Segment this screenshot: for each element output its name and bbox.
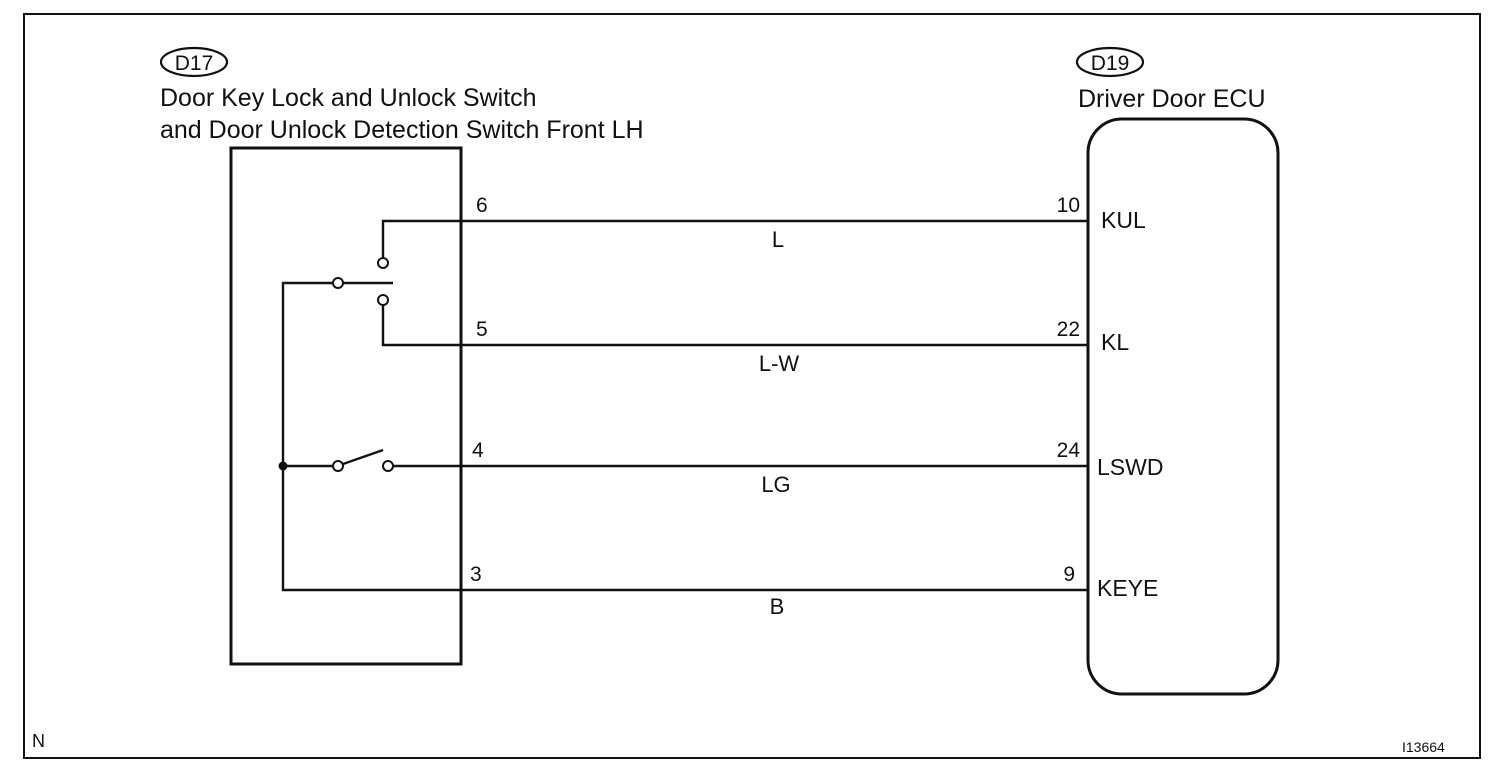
ecu-block: D19 Driver Door ECU (1075, 46, 1280, 696)
ecu-pin-label: 10 (1057, 194, 1080, 217)
figure-id: I13664 (1402, 739, 1445, 755)
lock-switch-common-contact (332, 277, 344, 289)
detection-switch-contact-b (382, 460, 394, 472)
ecu-terminal-label: KEYE (1097, 575, 1158, 601)
connector-id-oval-d19 (1075, 46, 1145, 78)
ecu-pin-label: 9 (1063, 563, 1075, 586)
wire-color-label: B (770, 594, 785, 619)
switch-connector-block: D17 Door Key Lock and Unlock Switch and … (159, 46, 644, 666)
corner-mark-left: N (32, 731, 45, 751)
junction-dot (278, 461, 288, 471)
common-bus-wire (281, 281, 461, 592)
ecu-name: Driver Door ECU (1078, 85, 1266, 113)
unlock-contact (377, 257, 389, 269)
ecu-pin-label: 22 (1057, 318, 1080, 341)
switch-pin-label: 6 (476, 194, 488, 217)
switch-pin-label: 4 (472, 439, 484, 462)
ecu-body (1086, 117, 1280, 696)
ecu-terminal-label: KUL (1101, 207, 1146, 233)
switch-body (229, 146, 463, 666)
wire-color-label: L (772, 227, 784, 252)
ecu-connector-id: D19 (1091, 52, 1130, 75)
unlock-contact-wire (381, 219, 461, 258)
detection-switch-blade (342, 448, 384, 466)
wire-color-label: LG (761, 472, 790, 497)
diagram-frame (23, 13, 1481, 759)
switch-pin-label: 5 (476, 318, 488, 341)
switch-name-line1: Door Key Lock and Unlock Switch (160, 84, 537, 112)
switch-pin-label: 3 (470, 563, 482, 586)
detection-switch-contact-a (332, 460, 344, 472)
lock-contact-wire (381, 305, 461, 347)
wire-color-label: L-W (759, 351, 800, 376)
ecu-terminal-label: LSWD (1097, 454, 1163, 480)
ecu-pin-label: 24 (1057, 439, 1081, 462)
ecu-terminal-label: KL (1101, 329, 1129, 355)
switch-connector-id: D17 (175, 52, 214, 75)
lock-contact (377, 294, 389, 306)
switch-name-line2: and Door Unlock Detection Switch Front L… (160, 116, 644, 144)
connector-id-oval-d17 (159, 46, 229, 78)
harness-wires (461, 219, 1088, 592)
internal-switch-wiring (278, 219, 461, 592)
